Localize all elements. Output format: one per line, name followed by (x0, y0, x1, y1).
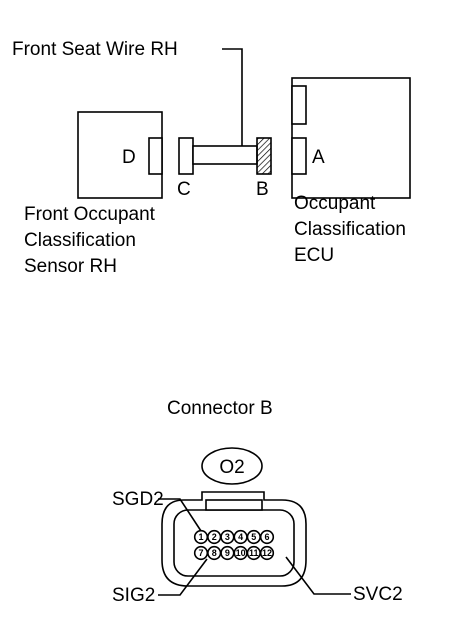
connector-view-title: Connector B (167, 398, 273, 419)
pin-label-4: 4 (238, 532, 243, 542)
pin-label-9: 9 (225, 548, 230, 558)
connector-d-label: D (122, 147, 136, 168)
pin-label-8: 8 (212, 548, 217, 558)
ecu-label-line-2: Classification (294, 219, 406, 240)
callout-sig2: SIG2 (112, 585, 155, 606)
pin-label-11: 11 (249, 548, 259, 558)
callout-svc2-line (285, 556, 351, 595)
ecu-box (291, 77, 411, 199)
wire-label: Front Seat Wire RH (12, 39, 178, 60)
pin-label-10: 10 (236, 548, 246, 558)
callout-sgd2: SGD2 (112, 489, 164, 510)
connector-a-label: A (312, 147, 325, 168)
pin-label-1: 1 (198, 532, 203, 542)
sensor-label-line-2: Classification (24, 230, 136, 251)
pin-label-2: 2 (212, 532, 217, 542)
wire-harness (192, 145, 258, 165)
wire-leader-line (222, 48, 243, 146)
pin-label-3: 3 (225, 532, 230, 542)
sensor-label-line-1: Front Occupant (24, 204, 156, 225)
connector-b-shape (256, 137, 272, 175)
ecu-upper-connector (291, 85, 307, 125)
callout-svc2: SVC2 (353, 584, 403, 605)
connector-c-shape (178, 137, 194, 175)
connector-code-ellipse (201, 447, 263, 485)
pin-label-6: 6 (264, 532, 269, 542)
sensor-label-line-3: Sensor RH (24, 256, 117, 277)
connector-d-shape (148, 137, 163, 175)
pin-label-7: 7 (198, 548, 203, 558)
callout-sig2-line (158, 558, 208, 596)
connector-face (173, 509, 295, 577)
callout-sgd2-line (158, 498, 202, 532)
pin-label-12: 12 (262, 548, 272, 558)
pin-label-5: 5 (251, 532, 256, 542)
connector-c-label: C (177, 179, 191, 200)
connector-latch (205, 499, 263, 511)
connector-b-label: B (256, 179, 269, 200)
connector-code-label: O2 (219, 457, 244, 478)
ecu-label-line-3: ECU (294, 245, 334, 266)
connector-a-shape (291, 137, 307, 175)
pin-6 (259, 529, 275, 545)
pin-12 (259, 545, 275, 561)
sensor-box (77, 111, 163, 199)
ecu-label-line-1: Occupant (294, 193, 376, 214)
